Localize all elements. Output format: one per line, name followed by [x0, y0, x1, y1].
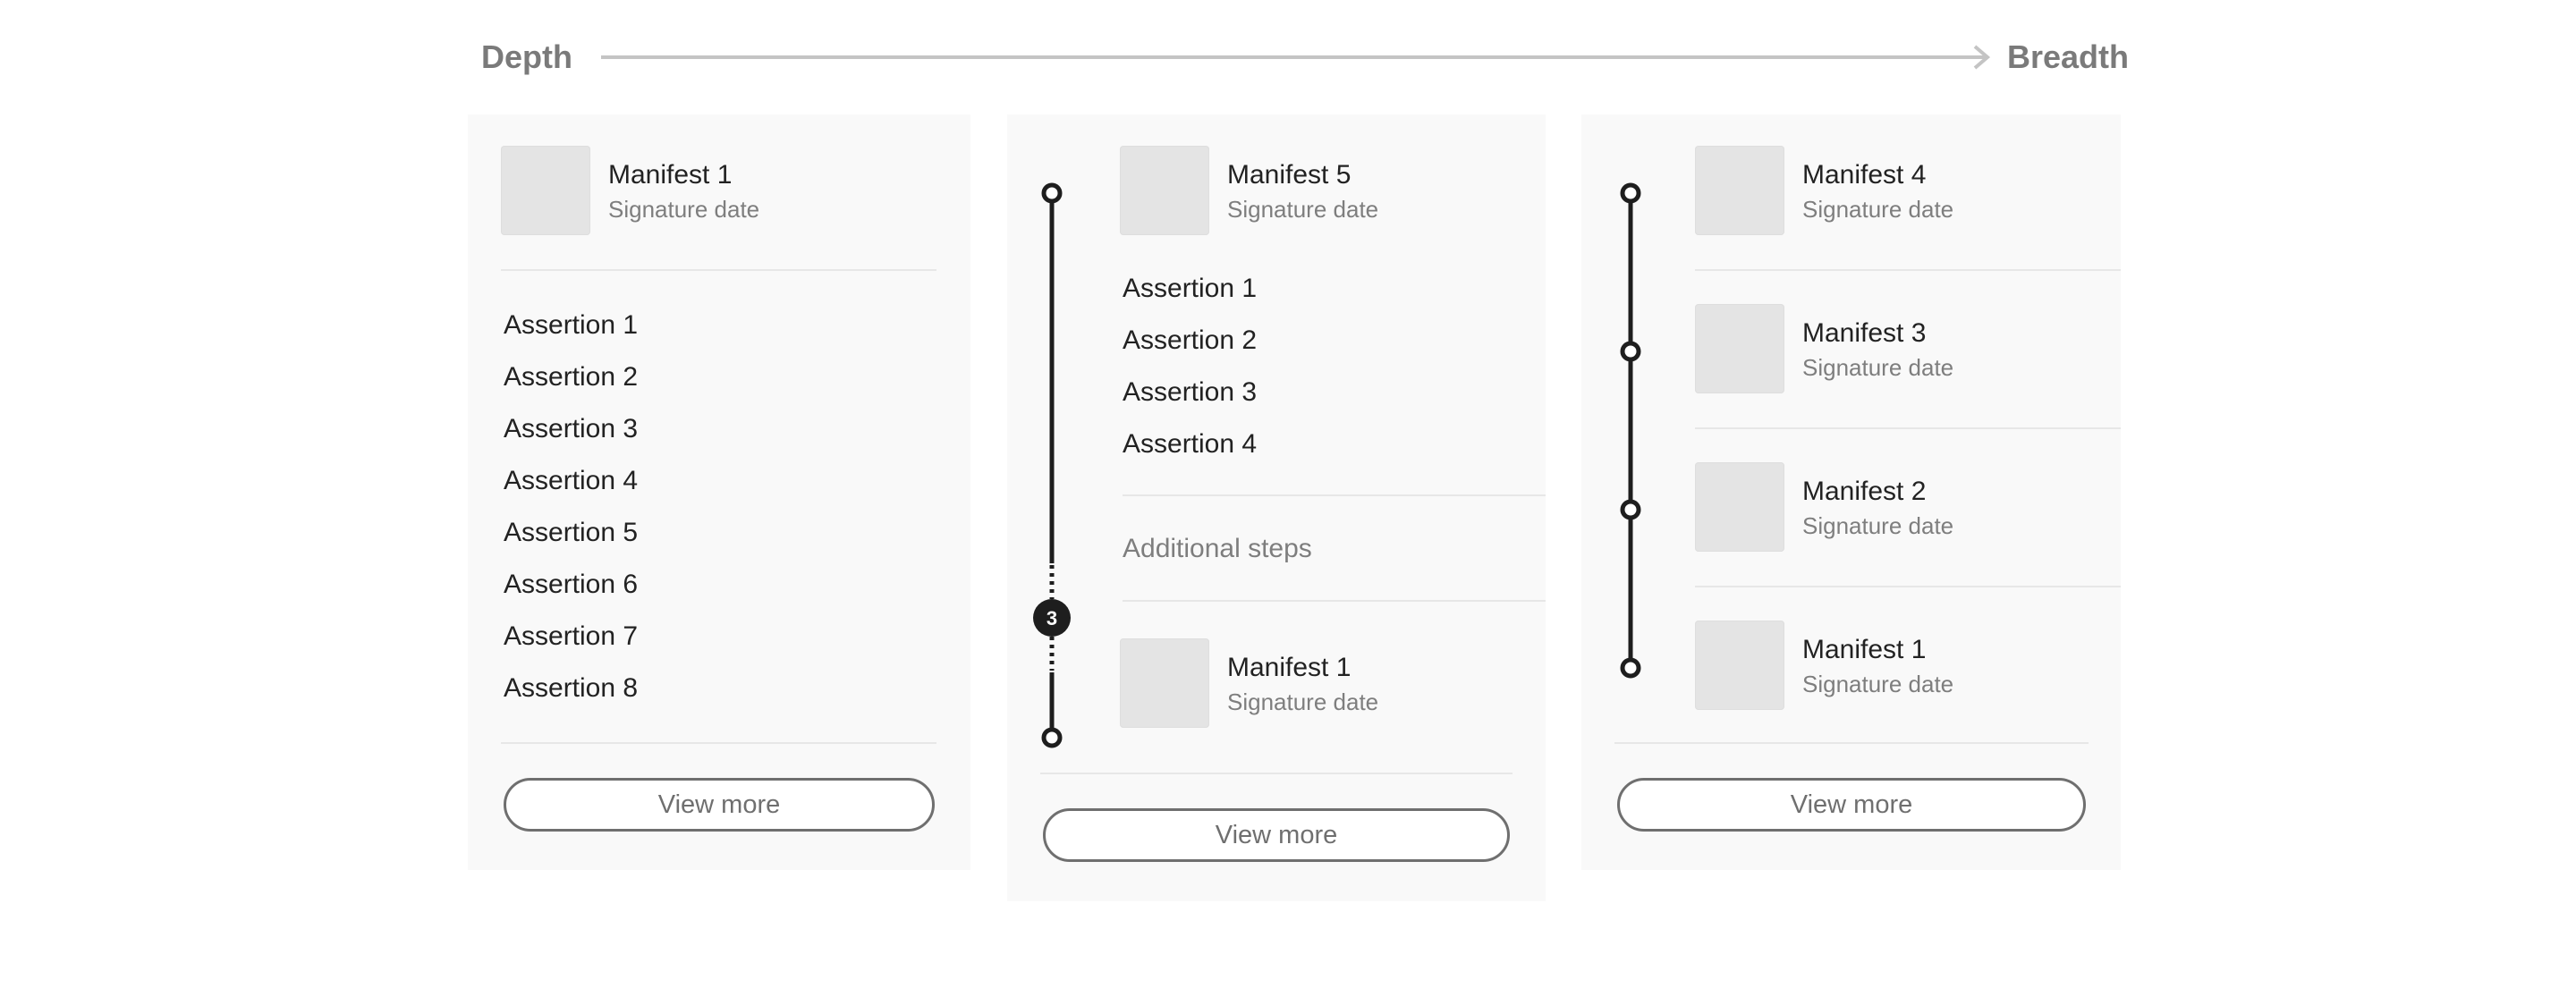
depth-breadth-axis-arrow: [601, 45, 1991, 70]
manifest-timeline: 3: [1033, 182, 1071, 748]
timeline-node: [1620, 657, 1641, 679]
divider: [1123, 600, 1546, 602]
assertion-item: Assertion 6: [504, 570, 639, 599]
manifest-title: Manifest 1: [608, 160, 733, 190]
manifest-timeline: [1620, 182, 1641, 679]
divider: [1695, 586, 2121, 587]
step-count-badge: [1033, 599, 1071, 637]
divider: [1695, 269, 2121, 271]
manifest-thumbnail: [501, 146, 590, 235]
divider: [1695, 427, 2121, 429]
manifest-thumbnail: [1120, 638, 1209, 728]
manifest-thumbnail: [1695, 621, 1784, 710]
step-count: 3: [1046, 607, 1057, 629]
manifest-title: Manifest 4: [1802, 160, 1927, 190]
breadth-axis-label: Breadth: [2007, 38, 2130, 75]
assertion-item: Assertion 4: [504, 466, 639, 495]
manifest-title: Manifest 1: [1802, 635, 1927, 664]
manifest-title: Manifest 1: [1227, 653, 1352, 682]
assertion-item: Assertion 8: [504, 673, 639, 703]
assertion-item: Assertion 7: [504, 621, 639, 651]
manifest-signature-date: Signature date: [1802, 671, 1954, 697]
view-more-button[interactable]: View more: [1043, 808, 1510, 862]
manifest-signature-date: Signature date: [608, 196, 760, 223]
assertion-item: Assertion 3: [504, 414, 639, 443]
assertion-item: Assertion 1: [504, 310, 639, 340]
assertion-item: Assertion 5: [504, 518, 639, 547]
depth-card: Manifest 1 Signature date Assertion 1 As…: [468, 114, 970, 870]
timeline-node: [1041, 182, 1063, 204]
divider: [1614, 742, 2089, 744]
timeline-node: [1620, 341, 1641, 362]
manifest-thumbnail: [1695, 304, 1784, 393]
divider: [501, 742, 936, 744]
depth-axis-label: Depth: [481, 38, 572, 75]
timeline-node: [1620, 499, 1641, 520]
breadth-card: Manifest 4 Signature date Manifest 3 Sig…: [1581, 114, 2121, 870]
assertion-item: Assertion 3: [1123, 377, 1258, 407]
manifest-signature-date: Signature date: [1227, 688, 1379, 715]
divider: [1123, 494, 1546, 496]
assertion-item: Assertion 2: [504, 362, 639, 392]
manifest-signature-date: Signature date: [1227, 196, 1379, 223]
manifest-thumbnail: [1695, 146, 1784, 235]
manifest-signature-date: Signature date: [1802, 512, 1954, 539]
additional-steps-label[interactable]: Additional steps: [1123, 534, 1312, 563]
assertion-item: Assertion 1: [1123, 274, 1258, 303]
divider: [501, 269, 936, 271]
timeline-node: [1041, 727, 1063, 748]
assertion-item: Assertion 2: [1123, 325, 1258, 355]
manifest-title: Manifest 3: [1802, 318, 1927, 348]
timeline-node: [1620, 182, 1641, 204]
view-more-button[interactable]: View more: [504, 778, 935, 832]
divider: [1040, 773, 1513, 774]
manifest-title: Manifest 2: [1802, 477, 1927, 506]
assertion-item: Assertion 4: [1123, 429, 1258, 459]
mixed-card: 3 Manifest 5 Signature date Assertion 1 …: [1007, 114, 1546, 901]
view-more-button[interactable]: View more: [1617, 778, 2086, 832]
manifest-thumbnail: [1695, 462, 1784, 552]
manifest-signature-date: Signature date: [1802, 354, 1954, 381]
manifest-signature-date: Signature date: [1802, 196, 1954, 223]
manifest-thumbnail: [1120, 146, 1209, 235]
manifest-title: Manifest 5: [1227, 160, 1352, 190]
